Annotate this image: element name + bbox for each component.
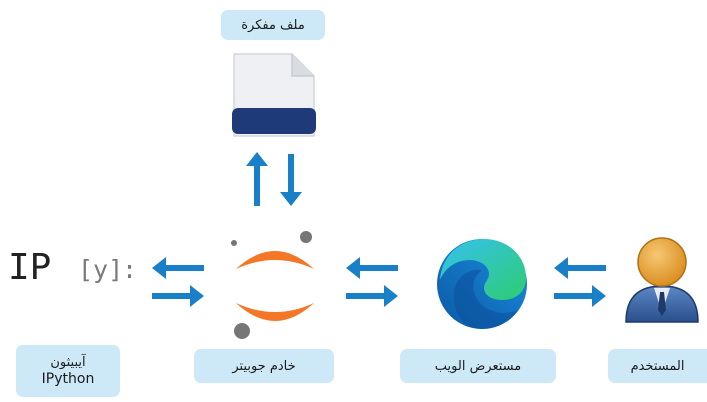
user-label-text: المستخدم: [630, 358, 685, 374]
arrow-right-icon: [346, 285, 398, 307]
ipython-label-en: IPython: [41, 371, 95, 387]
ipython-label-ar: آيبيثون: [50, 355, 86, 370]
notebook-file-icon: [232, 53, 316, 137]
notebook-file-label: ملف مفكرة: [221, 10, 325, 40]
ipython-server-arrows: [152, 257, 204, 307]
arrow-right-icon: [554, 285, 606, 307]
ipython-logo-ip: IP: [8, 247, 52, 288]
ipython-label: آيبيثون IPython: [16, 345, 120, 397]
ipython-logo-icon: IP [y] :: [8, 250, 148, 290]
arrow-left-icon: [152, 257, 204, 279]
arrow-up-icon: [246, 152, 268, 206]
file-server-arrows: [246, 152, 302, 206]
browser-user-arrows: [554, 257, 606, 307]
ipython-logo-bracket: [y]: [78, 255, 124, 284]
jupyter-server-label: خادم جوبيتر: [194, 349, 334, 383]
jupyter-server-label-text: خادم جوبيتر: [232, 358, 296, 374]
arrow-right-icon: [152, 285, 204, 307]
arrow-left-icon: [554, 257, 606, 279]
web-browser-label-text: مستعرض الويب: [434, 358, 522, 374]
server-browser-arrows: [346, 257, 398, 307]
user-avatar-icon: [625, 237, 699, 323]
jupyter-logo-icon: [231, 231, 314, 339]
notebook-file-label-text: ملف مفكرة: [241, 17, 305, 33]
ipython-logo-colon: :: [122, 255, 138, 284]
user-label: المستخدم: [608, 349, 707, 383]
arrow-left-icon: [346, 257, 398, 279]
web-browser-label: مستعرض الويب: [400, 349, 556, 383]
arrow-down-icon: [280, 154, 302, 206]
edge-browser-icon: [437, 239, 527, 329]
